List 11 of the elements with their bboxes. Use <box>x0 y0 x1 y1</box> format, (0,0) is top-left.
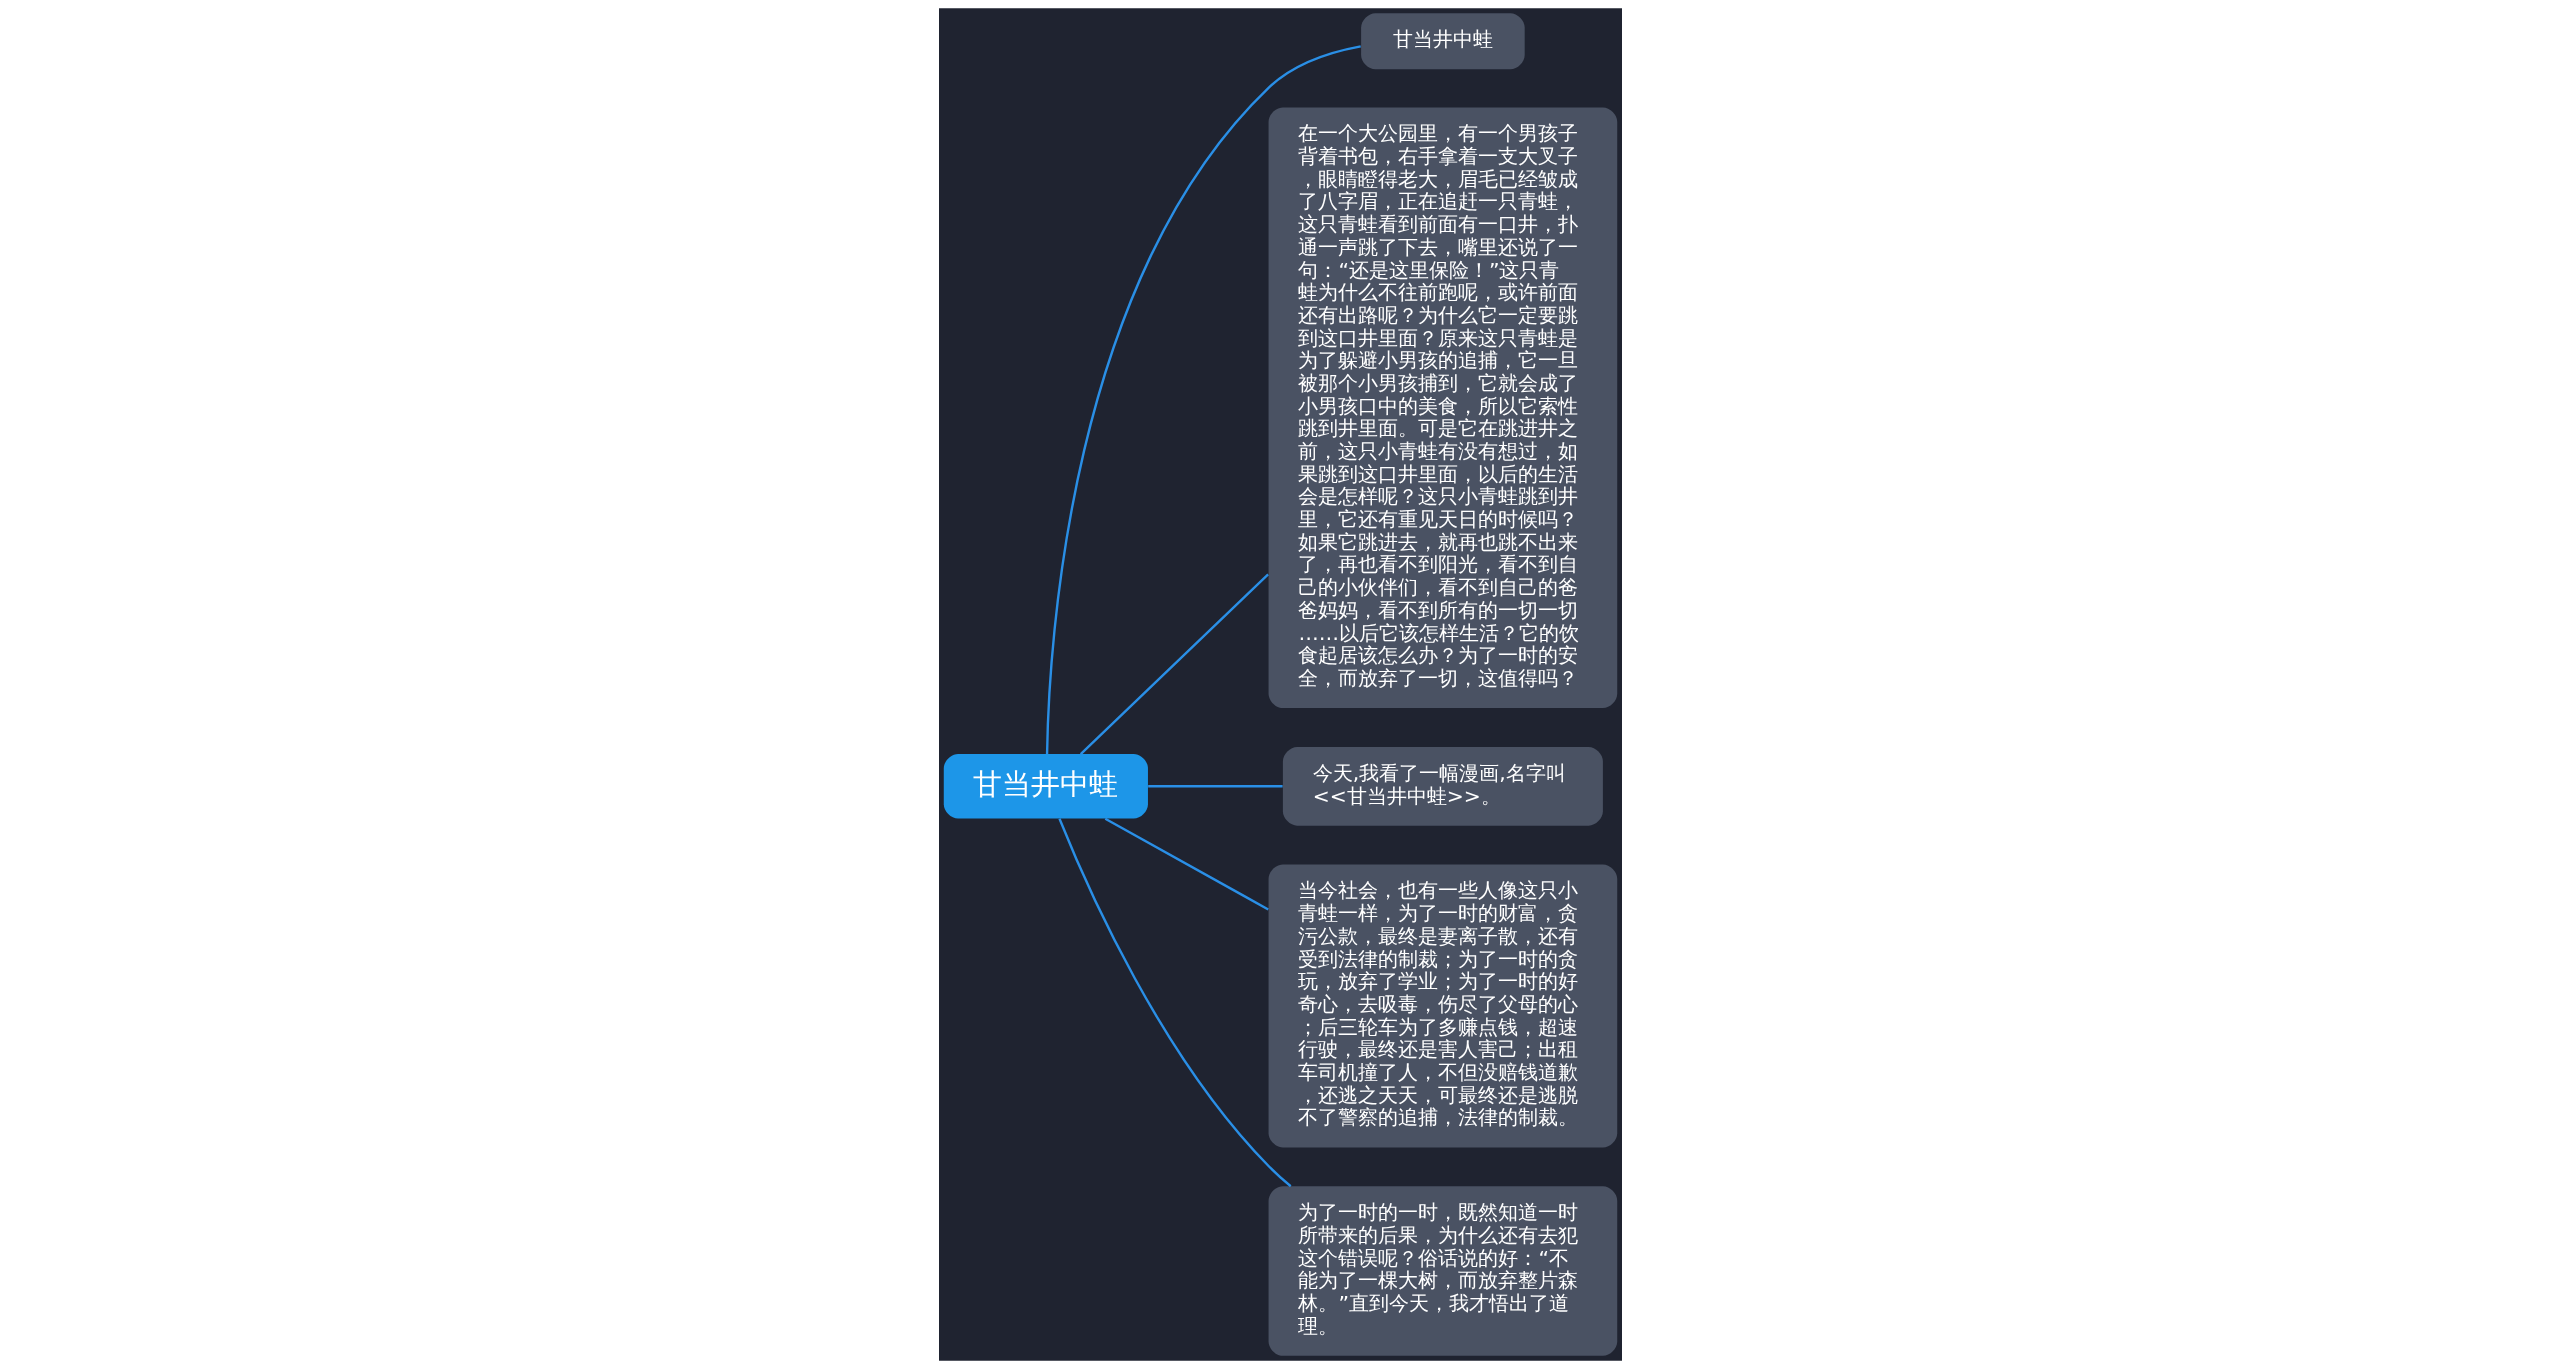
node-box: 甘当井中蛙 <box>1360 13 1525 70</box>
node-box: 今天,我看了一幅漫画,名字叫<<甘当井中蛙>>。 <box>1282 746 1603 826</box>
node-box: 甘当井中蛙 <box>943 754 1148 819</box>
node-box: 在一个大公园里，有一个男孩子背着书包，右手拿着一支大叉子，眼睛瞪得老大，眉毛已经皱成了八字眉，正在追赶一只青蛙，这只青蛙看到前面有一口井，扑通一声跳了下去，嘴里还说了一句：“还是这里保险！”这只青蛙为什么不往前跑呢，或许前面还有出路呢？为什么它一定要跳到这口井里面？原来这只青蛙是为了躲避小男孩的追捕，它一旦被那个小男孩捕到，它就会成了小男孩口中的美食，所以它索性跳到井里面。可是它在跳进井之前，这只小青蛙有没有想过，如果跳到这口井里面，以后的生活会是怎样呢？这只小青蛙跳到井里，它还有重见天日的时候吗？如果它跳进去，就再也跳不出来了，再也看不到阳光，看不到自己的小伙伴们，看不到自己的爸爸妈妈，看不到所有的一切一切……以后它该怎样生活？它的饮食起居该怎么办？为了一时的安全，而放弃了一切，这值得吗？ <box>1268 107 1617 709</box>
connector <box>1045 45 1361 755</box>
connector <box>1147 785 1283 788</box>
connector <box>1079 573 1269 755</box>
connector <box>1057 818 1291 1188</box>
connector <box>1104 817 1269 911</box>
node-box: 当今社会，也有一些人像这只小青蛙一样，为了一时的财富，贪污公款，最终是妻离子散，还有受到法律的制裁；为了一时的贪玩，放弃了学业；为了一时的好奇心，去吸毒，伤尽了父母的心；后三轮车为了多赚点钱，超速行驶，最终还是害人害己；出租车司机撞了人，不但没赔钱道歉，还逃之天天，可最终还是逃脱不了警察的追捕，法律的制裁。 <box>1268 864 1617 1148</box>
node-box: 为了一时的一时，既然知道一时所带来的后果，为什么还有去犯这个错误呢？俗话说的好：“不能为了一棵大树，而放弃整片森林。”直到今天，我才悟出了道理。 <box>1268 1186 1617 1356</box>
